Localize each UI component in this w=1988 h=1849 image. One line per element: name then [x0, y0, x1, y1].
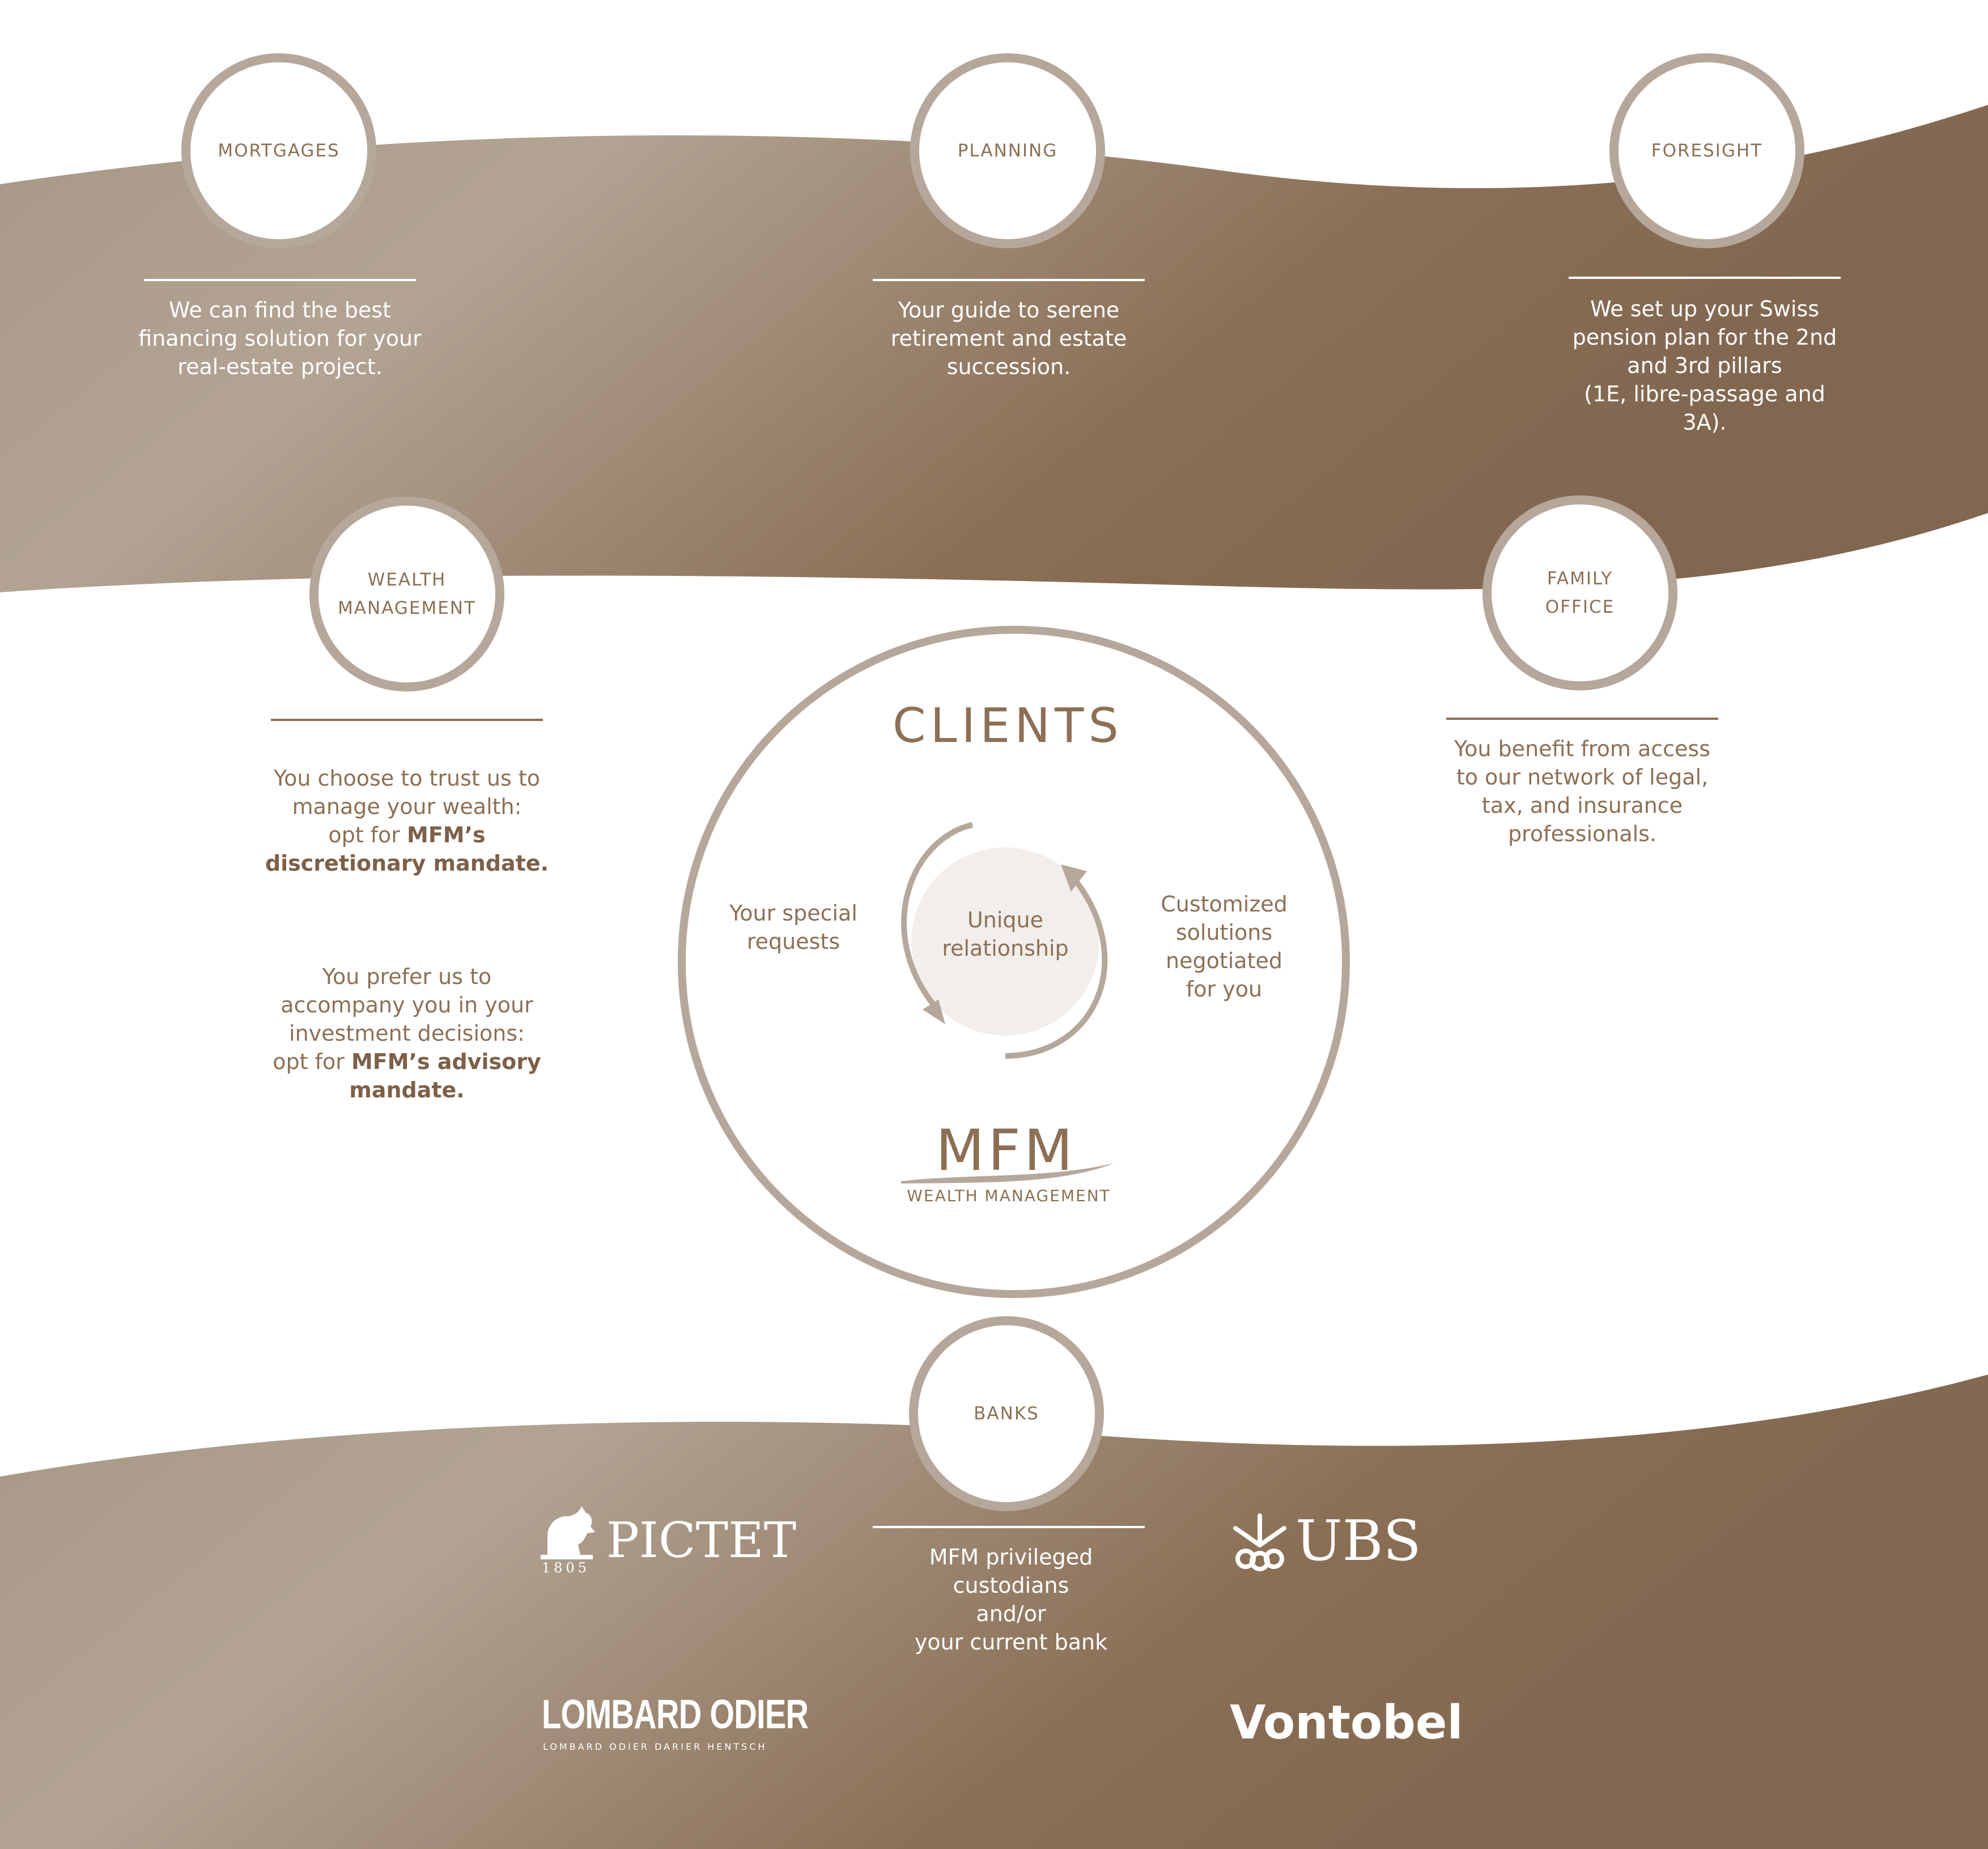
- pictet-logo: PICTET: [606, 1512, 797, 1569]
- cycle-arrow-left-head: [923, 999, 945, 1024]
- planning-divider: [873, 279, 1145, 281]
- discretionary-mandate-text: You choose to trust us to manage your we…: [265, 766, 549, 876]
- banks-divider: [873, 1526, 1145, 1528]
- customized-solutions-text: Customized solutions negotiated for you: [1161, 892, 1288, 1002]
- family-office-label: FAMILY OFFICE: [1545, 569, 1615, 617]
- banks-circle: BANKS: [909, 1316, 1104, 1511]
- advisory-mandate-text: You prefer us to accompany you in your i…: [273, 964, 541, 1102]
- foresight-description: We set up your Swiss pension plan for th…: [1572, 296, 1837, 435]
- planning-label: PLANNING: [957, 141, 1058, 161]
- mortgages-description: We can find the best financing solution …: [138, 298, 422, 379]
- mfm-logo-subtitle: WEALTH MANAGEMENT: [907, 1186, 1111, 1205]
- family-office-divider: [1446, 718, 1718, 720]
- cycle-arrow-right-head: [1061, 864, 1087, 892]
- wealth-management-divider: [271, 719, 543, 721]
- lombard-odier-subtitle: LOMBARD ODIER DARIER HENTSCH: [543, 1741, 767, 1752]
- planning-circle: PLANNING: [910, 53, 1105, 248]
- lombard-odier-logo: LOMBARD ODIER: [542, 1692, 809, 1737]
- ubs-logo: UBS: [1295, 1509, 1421, 1574]
- family-office-circle: FAMILY OFFICE: [1482, 495, 1677, 690]
- foresight-divider: [1569, 277, 1841, 279]
- relationship-cycle: [901, 822, 1108, 1059]
- pictet-lion-icon: [541, 1506, 595, 1559]
- mortgages-divider: [144, 279, 416, 281]
- cycle-arrow-right: [1005, 877, 1108, 1059]
- wealth-management-label: WEALTH MANAGEMENT: [338, 570, 476, 618]
- pictet-year: 1805: [542, 1560, 591, 1576]
- clients-title: CLIENTS: [893, 698, 1123, 753]
- banks-label: BANKS: [974, 1403, 1039, 1424]
- family-office-description: You benefit from access to our network o…: [1454, 736, 1710, 846]
- banks-description: MFM privileged custodians and/or your cu…: [914, 1545, 1108, 1655]
- top-wave-band: [0, 105, 1988, 592]
- special-requests-text: Your special requests: [729, 901, 857, 954]
- cycle-arrow-left: [901, 822, 974, 1006]
- wealth-management-circle: WEALTH MANAGEMENT: [309, 497, 504, 692]
- vontobel-logo: Vontobel: [1230, 1696, 1463, 1750]
- bottom-wave-band: [0, 1375, 1988, 1849]
- unique-relationship-core: [911, 847, 1099, 1036]
- unique-relationship-text: Unique relationship: [942, 907, 1069, 961]
- wealth-management-description: You choose to trust us to manage your we…: [231, 736, 583, 1133]
- mortgages-label: MORTGAGES: [218, 141, 340, 161]
- ubs-keys-icon: [1233, 1513, 1286, 1571]
- mfm-logo-text: MFM: [935, 1117, 1077, 1184]
- planning-description: Your guide to serene retirement and esta…: [890, 298, 1127, 379]
- mfm-logo-swoosh: [901, 1163, 1114, 1184]
- foresight-circle: FORESIGHT: [1609, 53, 1804, 248]
- foresight-label: FORESIGHT: [1651, 141, 1763, 161]
- mortgages-circle: MORTGAGES: [181, 53, 376, 248]
